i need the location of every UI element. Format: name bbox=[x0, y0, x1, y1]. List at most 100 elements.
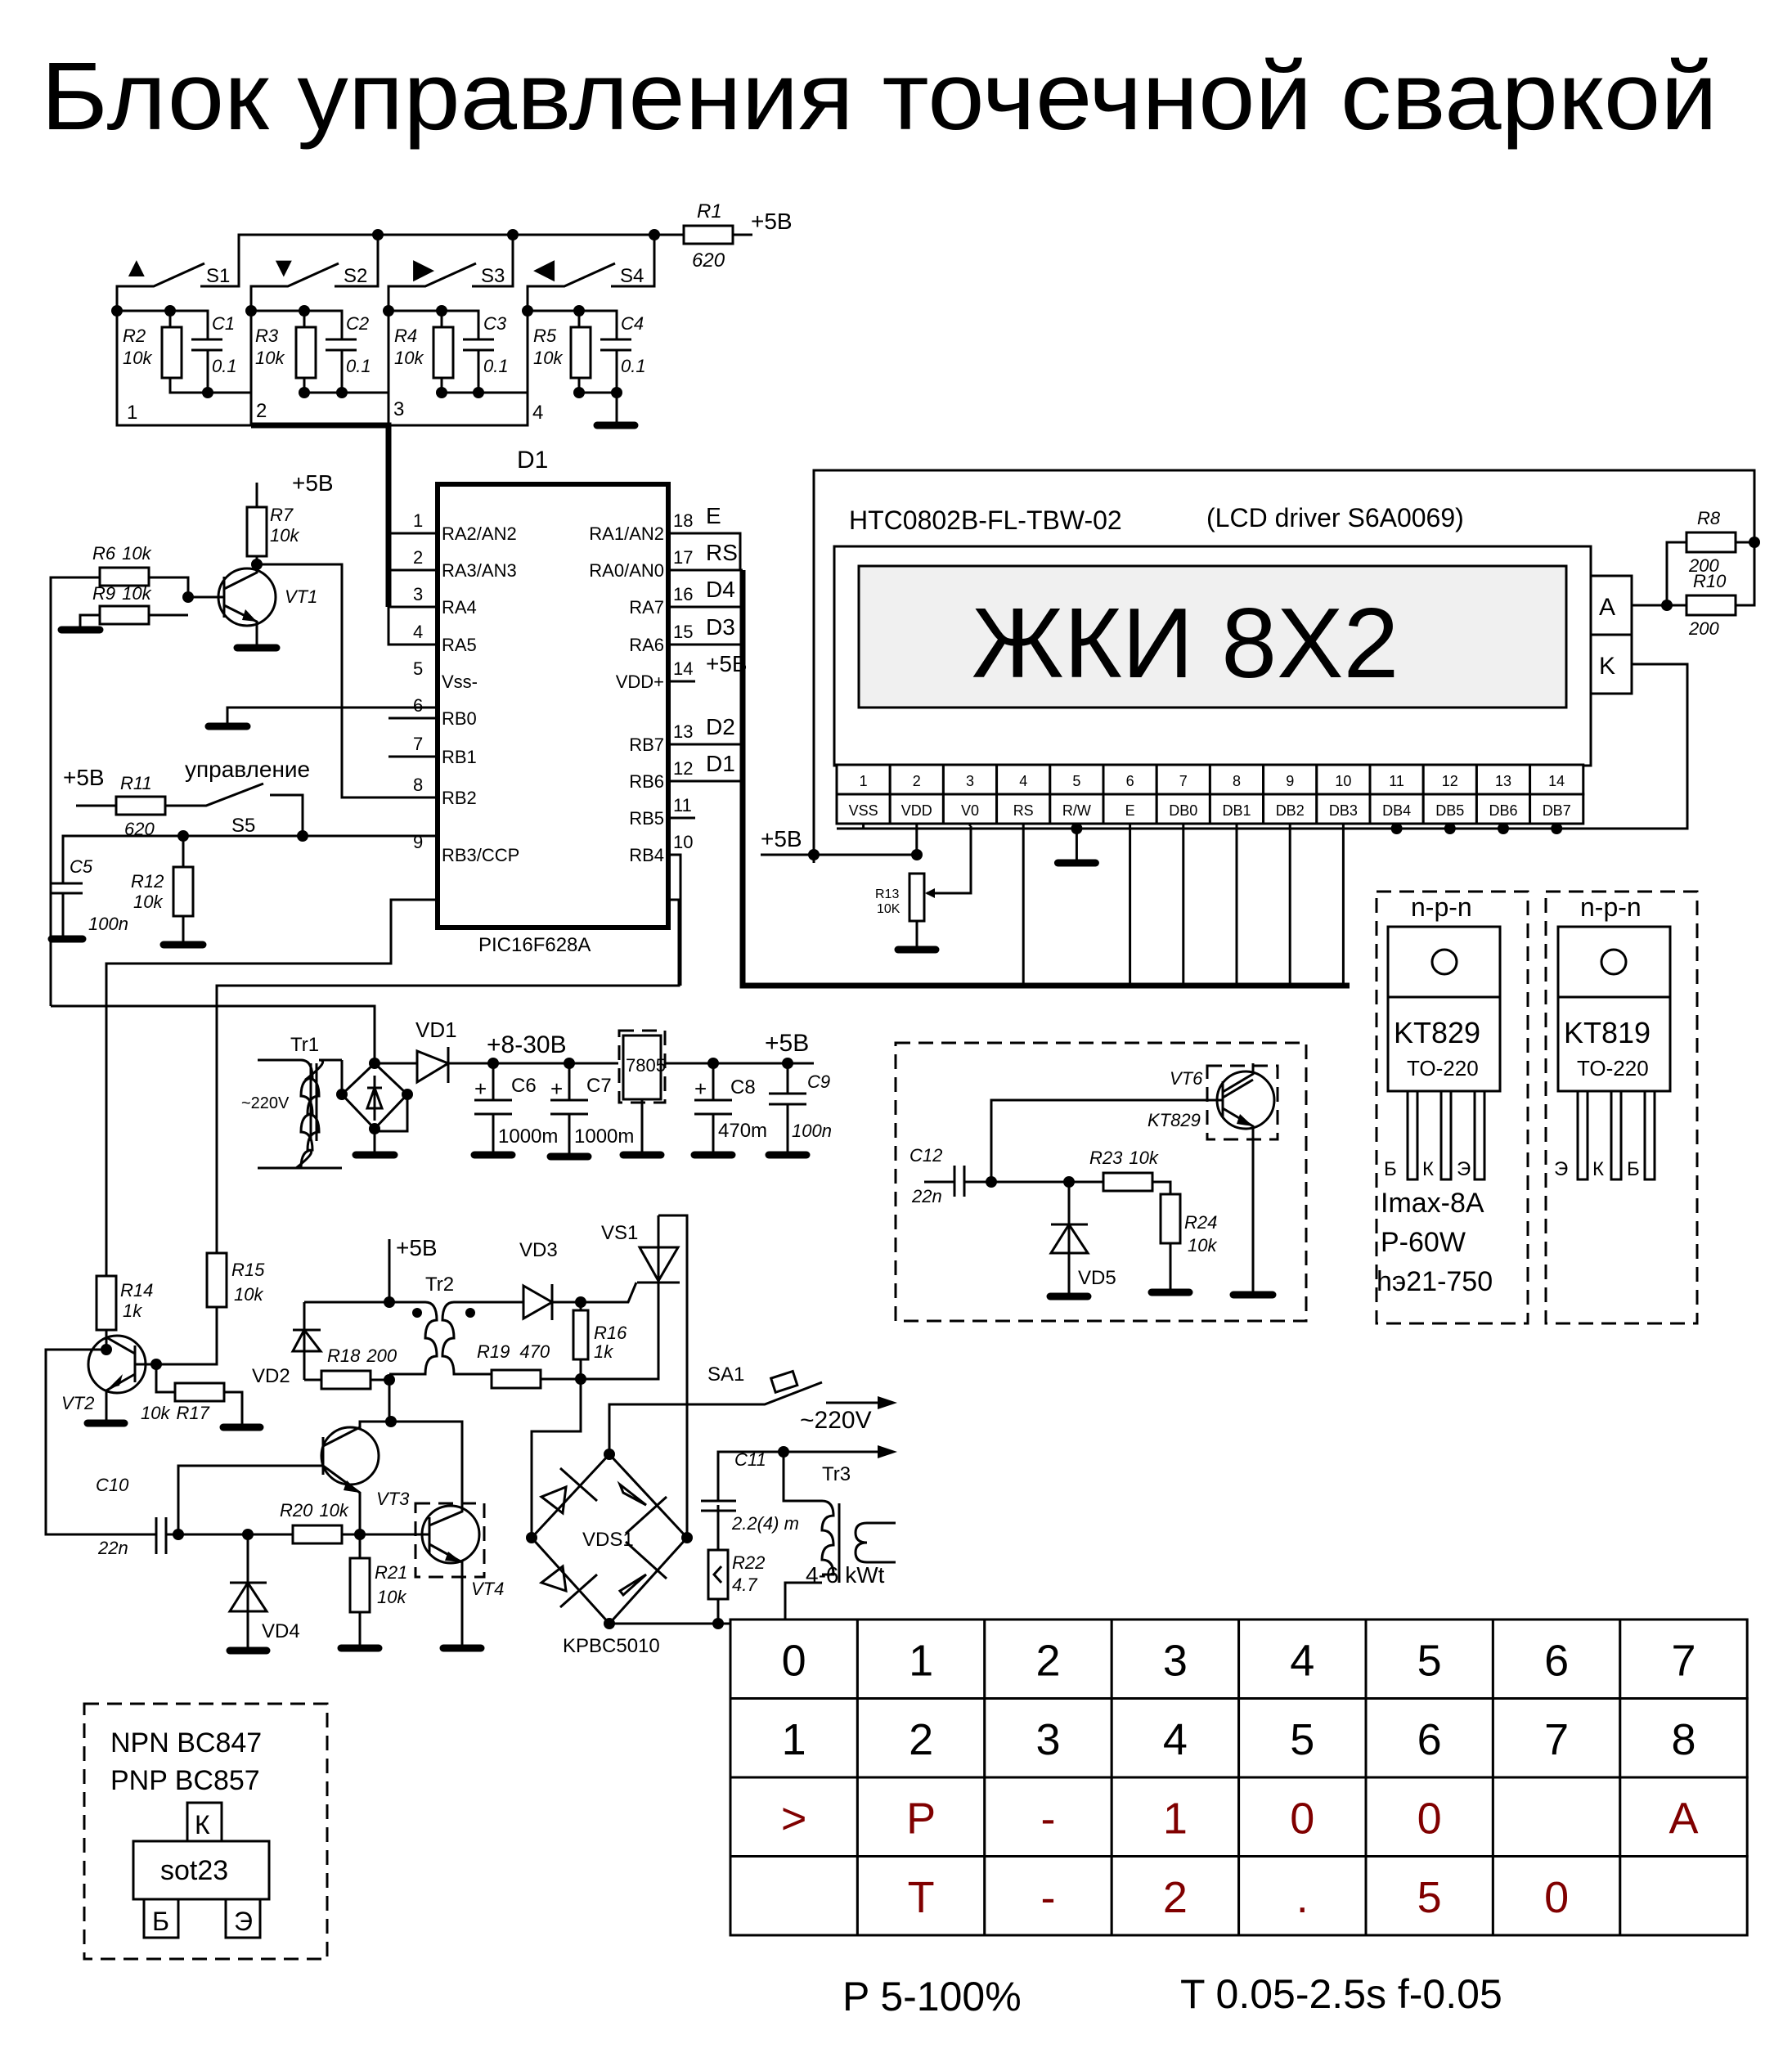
table-cell-text: 0 bbox=[1544, 1873, 1569, 1922]
kt819-pin-k: К bbox=[1592, 1158, 1604, 1180]
table-cell-text: 0 bbox=[1290, 1794, 1314, 1843]
mcu-pin-name: RB6 bbox=[629, 771, 664, 792]
control-label: управление bbox=[185, 757, 310, 782]
lcd-pin-name: DB2 bbox=[1276, 802, 1305, 819]
r10-ref: R10 bbox=[1693, 571, 1727, 591]
switch-cell-1: ▲ S1 bbox=[115, 252, 240, 311]
mcu-pin-number: 15 bbox=[673, 622, 693, 642]
regulator-7805 bbox=[622, 1034, 662, 1101]
net-label-1: 1 bbox=[127, 402, 137, 424]
lcd-pin-number: 7 bbox=[1179, 773, 1188, 789]
r1-value: 620 bbox=[692, 249, 725, 272]
table-cell bbox=[856, 1776, 986, 1858]
backlight-k-label: K bbox=[1599, 653, 1615, 680]
keypad-section: R1 620 +5B ▲ S1 ▼ S2 ▶ S3 ◀ S4 bbox=[111, 200, 793, 607]
supply-label: +5B bbox=[396, 1235, 438, 1260]
tr3-label: Tr3 bbox=[822, 1463, 851, 1485]
mcu-pin-number: 10 bbox=[673, 832, 693, 852]
vt6-part: KT829 bbox=[1148, 1110, 1201, 1130]
resistor-r7 bbox=[245, 505, 268, 558]
table-cell bbox=[1619, 1618, 1749, 1700]
table-cell-text: - bbox=[1041, 1794, 1056, 1843]
kt829-pin-k: К bbox=[1422, 1158, 1434, 1180]
mcu-part: PIC16F628A bbox=[478, 934, 591, 956]
c5-value: 100n bbox=[88, 914, 128, 934]
lcd-screen bbox=[857, 564, 1568, 709]
lcd-pin-name: DB4 bbox=[1382, 802, 1411, 819]
bridge-label: VDS1 bbox=[582, 1529, 634, 1551]
mcu-ref: D1 bbox=[517, 447, 548, 474]
c9-value: 100n bbox=[792, 1121, 832, 1141]
table-cell-text: 4 bbox=[1163, 1715, 1188, 1764]
note-power-range: P 5-100% bbox=[842, 1974, 1022, 2019]
s5-label: S5 bbox=[231, 815, 255, 837]
lcd-pin-name: VDD bbox=[901, 802, 932, 819]
table-cell-text: 8 bbox=[1671, 1715, 1695, 1764]
mcu-pin-number: 17 bbox=[673, 547, 693, 568]
c6-plus: + bbox=[474, 1076, 487, 1101]
lcd-pin-number: 10 bbox=[1335, 773, 1351, 789]
table-cell-text: 5 bbox=[1417, 1636, 1442, 1685]
c4-value: 0.1 bbox=[621, 356, 646, 376]
c1-ref: C1 bbox=[212, 313, 235, 334]
table-cell-text: A bbox=[1668, 1794, 1698, 1843]
sa1-label: SA1 bbox=[707, 1363, 744, 1386]
vs1-label: VS1 bbox=[601, 1222, 638, 1244]
resistor-r11 bbox=[115, 795, 167, 816]
lcd-pin-number: 2 bbox=[913, 773, 921, 789]
resistor-r12 bbox=[172, 865, 195, 918]
switch-sa1 bbox=[769, 1369, 799, 1395]
mcu-pin-number: 6 bbox=[413, 695, 423, 716]
control-section: +5B R11 620 управление S5 C5 100n R12 10… bbox=[47, 757, 680, 1276]
table-cell bbox=[1110, 1776, 1241, 1858]
lcd-pin-name: VSS bbox=[849, 802, 878, 819]
mcu-d1: D1 PIC16F628A 1RA2/AN22RA3/AN33RA44RA55V… bbox=[204, 447, 1350, 989]
switch-label: S1 bbox=[206, 265, 230, 287]
ac-in-label: ~220V bbox=[241, 1094, 290, 1112]
r3-value: 10k bbox=[255, 348, 285, 368]
switch-cell-3: ▶ S3 bbox=[387, 235, 514, 311]
table-cell-text: 6 bbox=[1544, 1636, 1569, 1685]
resistor-r8 bbox=[1685, 531, 1737, 554]
table-cell-text: 7 bbox=[1671, 1636, 1695, 1685]
c8-plus: + bbox=[694, 1076, 707, 1101]
vt6-label: VT6 bbox=[1170, 1068, 1203, 1089]
lcd-pin-number: 14 bbox=[1548, 773, 1565, 789]
resistor-r17 bbox=[173, 1381, 226, 1403]
mcu-pin-number: 13 bbox=[673, 721, 693, 742]
vt4-label: VT4 bbox=[471, 1579, 504, 1599]
diode-vd1 bbox=[415, 1047, 451, 1085]
mcu-pin-number: 5 bbox=[413, 658, 423, 679]
r3-ref: R3 bbox=[255, 326, 279, 346]
table-cell bbox=[1364, 1855, 1494, 1937]
sot23-pin-k: К bbox=[195, 1810, 210, 1840]
c3-ref: C3 bbox=[483, 313, 507, 334]
r12-ref: R12 bbox=[131, 871, 164, 892]
table-cell-text: 7 bbox=[1544, 1715, 1569, 1764]
lcd-pin-number: 9 bbox=[1286, 773, 1294, 789]
zener-vd4 bbox=[227, 1534, 269, 1651]
kt829-pin-b: Б bbox=[1384, 1158, 1397, 1180]
net-label-4: 4 bbox=[532, 402, 543, 424]
zener-vd5 bbox=[1049, 1182, 1090, 1296]
table-cell bbox=[1364, 1776, 1494, 1858]
sot23-pin-e: Э bbox=[234, 1907, 253, 1936]
table-cell bbox=[1237, 1776, 1368, 1858]
c8-ref: C8 bbox=[730, 1076, 756, 1098]
table-cell-text: 2 bbox=[1035, 1636, 1060, 1685]
lcd-screen-text: ЖКИ 8X2 bbox=[972, 587, 1399, 699]
c2-value: 0.1 bbox=[346, 356, 371, 376]
lcd-pin-number: 8 bbox=[1233, 773, 1241, 789]
vt2-label: VT2 bbox=[61, 1393, 94, 1413]
resistor-r1 bbox=[682, 224, 734, 245]
r15-value: 10k bbox=[234, 1284, 263, 1305]
table-cell bbox=[1110, 1855, 1241, 1937]
table-cell bbox=[1491, 1855, 1622, 1937]
kt819-package: TO-220 bbox=[1577, 1056, 1649, 1080]
c6-value: 1000m bbox=[498, 1125, 558, 1148]
resistor-r16 bbox=[572, 1309, 590, 1361]
